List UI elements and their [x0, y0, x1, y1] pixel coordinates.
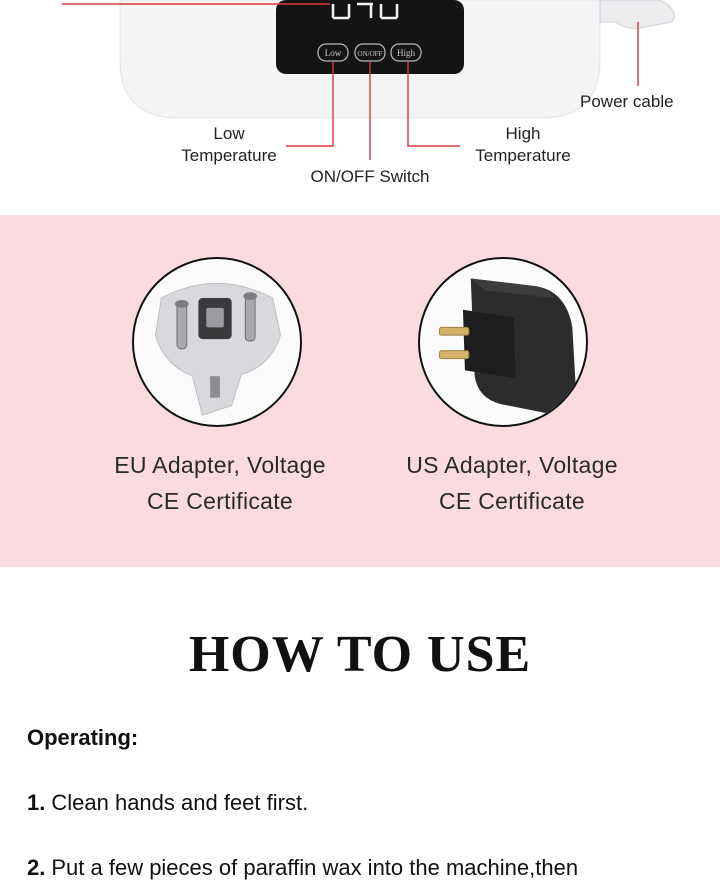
adapters-section: EU Adapter, Voltage CE Certificate US Ad…: [0, 215, 720, 567]
us-adapter-caption: US Adapter, Voltage CE Certificate: [406, 452, 618, 514]
how-to-use-heading: HOW TO USE: [188, 626, 532, 683]
led-display: [331, 2, 399, 20]
step-number: 2.: [27, 855, 46, 880]
svg-text:ON/OFF: ON/OFF: [358, 50, 383, 58]
step-text: Clean hands and feet first.: [51, 790, 309, 815]
high-temperature-label: High Temperature: [475, 124, 571, 165]
control-panel: [276, 0, 464, 74]
svg-text:Low: Low: [325, 48, 342, 58]
us-adapter-image: [418, 257, 588, 427]
step-number: 1.: [27, 790, 46, 815]
wax-heater-illustration: Low ON/OFF High: [62, 0, 675, 160]
button-on-off: ON/OFF: [354, 43, 386, 62]
eu-plug-icon: [134, 259, 300, 425]
step-text: Put a few pieces of paraffin wax into th…: [51, 855, 579, 880]
eu-plug-image: [132, 257, 302, 427]
step-item: 1.Clean hands and feet first.: [27, 790, 308, 816]
on-off-switch-label: ON/OFF Switch: [310, 167, 430, 186]
svg-text:High: High: [397, 48, 416, 58]
operating-subheading: Operating:: [27, 725, 139, 750]
power-cable-plug: [599, 0, 675, 29]
button-low: Low: [317, 43, 349, 62]
step-item: 2.Put a few pieces of paraffin wax into …: [27, 855, 578, 881]
device-diagram: Low ON/OFF High Low Temperature High Tem…: [0, 0, 720, 215]
low-temperature-label: Low Temperature: [181, 124, 277, 165]
button-high: High: [390, 43, 422, 62]
power-cable-label: Power cable: [580, 92, 674, 111]
us-adapter-icon: [420, 259, 586, 425]
eu-adapter-caption: EU Adapter, Voltage CE Certificate: [114, 452, 326, 514]
callout-lines: [62, 3, 639, 160]
